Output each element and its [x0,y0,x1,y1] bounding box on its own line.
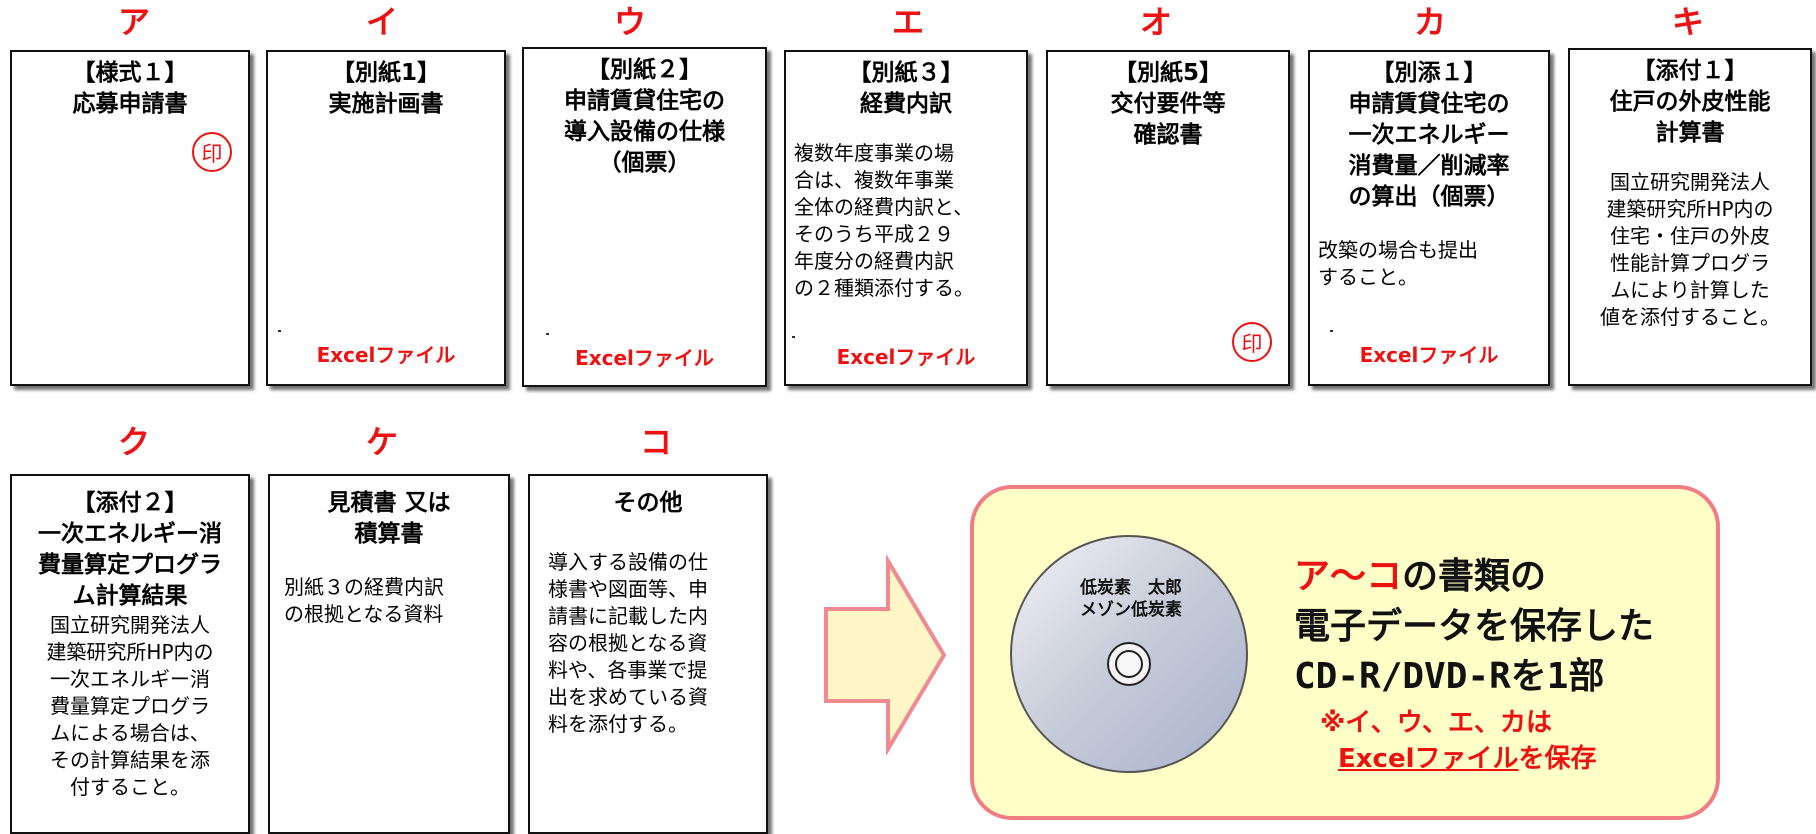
excel-file-label: Excelファイル [575,346,714,370]
document-card-cost-breakdown: 【別紙３】 経費内訳 複数年度事業の場 合は、複数年事業 全体の経費内訳と、 そ… [784,50,1028,386]
card-title: 見積書 又は 積算書 [327,490,451,547]
document-card-envelope-performance: 【添付１】 住戸の外皮性能 計算書 国立研究開発法人 建築研究所HP内の 住宅・… [1568,48,1812,386]
card-title: 【別紙1】 実施計画書 [328,60,444,117]
kana-ku: ク [117,423,150,461]
excel-file-label: Excelファイル [836,345,976,369]
cd-label-building: メゾン低炭素 [1080,600,1182,620]
excel-file-label: Excelファイル [1359,343,1499,367]
card-description: 改築の場合も提出 すること。 [1318,238,1478,289]
card-title: 【添付２】 一次エネルギー消 費量算定プログラ ム計算結果 [38,490,222,609]
mark [1330,330,1333,332]
mark [278,330,281,332]
card-title: その他 [613,490,683,516]
document-card-energy-program-result: 【添付２】 一次エネルギー消 費量算定プログラ ム計算結果 国立研究開発法人 建… [10,474,250,834]
cd-submission-panel: 低炭素 太郎 メゾン低炭素 ア～コの書類の 電子データを保存した CD-R/DV… [970,485,1720,820]
document-card-equipment-spec: 【別紙２】 申請賃貸住宅の 導入設備の仕様 （個票） Excelファイル [522,47,767,387]
document-card-eligibility-confirmation: 【別紙5】 交付要件等 確認書 印 [1046,50,1290,386]
card-title: 【別紙２】 申請賃貸住宅の 導入設備の仕様 （個票） [564,57,725,176]
card-description: 国立研究開発法人 建築研究所HP内の 一次エネルギー消 費量算定プログラ ムによ… [46,613,214,799]
right-arrow-icon [824,555,947,755]
kana-u: ウ [613,3,646,41]
message-line-2: 電子データを保存した [1294,606,1655,647]
kana-ki: キ [1671,3,1704,41]
card-title: 【別紙３】 経費内訳 [848,60,964,117]
kana-i: イ [365,3,398,41]
card-title: 【様式１】 応募申請書 [72,60,188,117]
document-card-energy-calculation: 【別添１】 申請賃貸住宅の 一次エネルギー 消費量／削減率 の算出（個票） 改築… [1308,50,1550,386]
card-description: 複数年度事業の場 合は、複数年事業 全体の経費内訳と、 そのうち平成２９ 年度分… [794,141,974,300]
kana-ke: ケ [365,423,398,461]
card-description: 別紙３の経費内訳 の根拠となる資料 [284,575,444,626]
note-line-2: Excelファイルを保存 [1338,744,1597,774]
cd-disc-icon [1010,535,1248,773]
card-title: 【別紙5】 交付要件等 確認書 [1110,60,1226,148]
kana-e: エ [891,3,924,41]
kana-ko: コ [639,423,672,461]
message-line-1: ア～コの書類の [1294,556,1547,597]
seal-stamp-icon: 印 [192,132,232,172]
document-card-estimate: 見積書 又は 積算書 別紙３の経費内訳 の根拠となる資料 [268,474,510,834]
kana-a: ア [117,3,150,41]
document-card-application-form: 【様式１】 応募申請書 印 [10,50,250,386]
card-description: 導入する設備の仕 様書や図面等、申 請書に記載した内 容の根拠となる資 料や、各… [548,550,708,736]
kana-ka: カ [1413,3,1446,41]
card-title: 【添付１】 住戸の外皮性能 計算書 [1609,58,1771,146]
note-line-1: ※イ、ウ、エ、カは [1320,708,1552,738]
kana-o: オ [1139,3,1172,41]
seal-stamp-icon: 印 [1232,322,1272,362]
card-description: 国立研究開発法人 建築研究所HP内の 住宅・住戸の外皮 性能計算プログラ ムによ… [1600,170,1780,329]
mark [792,336,795,338]
message-line-3: CD-R/DVD-Rを1部 [1294,656,1605,697]
card-title: 【別添１】 申請賃貸住宅の 一次エネルギー 消費量／削減率 の算出（個票） [1348,60,1510,210]
document-card-implementation-plan: 【別紙1】 実施計画書 Excelファイル [266,50,506,386]
mark [546,333,549,335]
cd-label-name: 低炭素 太郎 [1080,578,1182,598]
excel-file-label: Excelファイル [316,343,456,367]
document-card-other: その他 導入する設備の仕 様書や図面等、申 請書に記載した内 容の根拠となる資 … [528,474,768,834]
